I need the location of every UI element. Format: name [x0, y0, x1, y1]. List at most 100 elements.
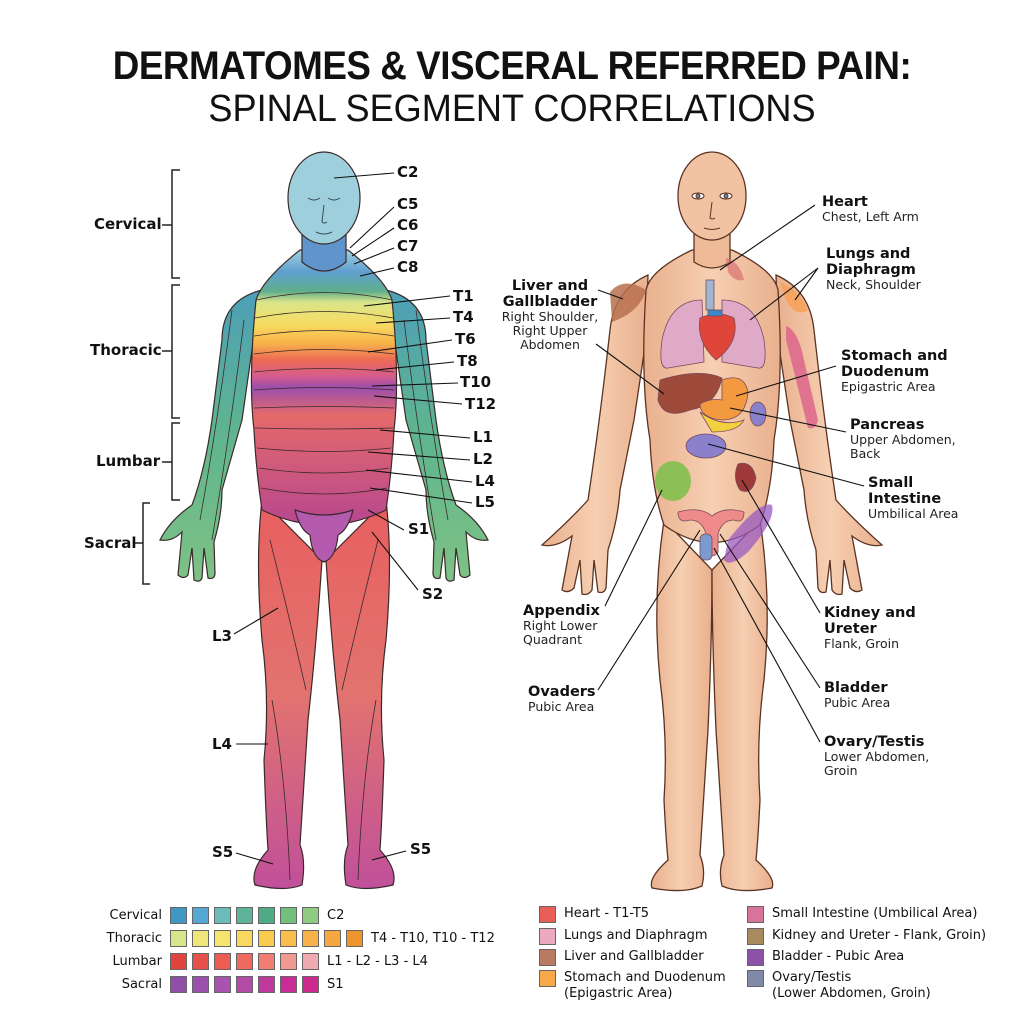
- legend-row-segments: S1: [327, 977, 344, 992]
- organ-label-lungs-diaphragm: Lungs and Diaphragm Neck, Shoulder: [826, 246, 921, 292]
- region-label-thoracic: Thoracic: [90, 341, 162, 359]
- color-swatch: [192, 930, 209, 947]
- segment-label-c2: C2: [397, 163, 419, 181]
- organ-label-ovaders: Ovaders Pubic Area: [528, 684, 596, 714]
- organ-label-small-intestine: Small Intestine Umbilical Area: [868, 475, 959, 521]
- segment-label-l5: L5: [475, 493, 495, 511]
- segment-label-t8: T8: [457, 352, 478, 370]
- segment-label-t12: T12: [465, 395, 497, 413]
- color-swatch: [192, 907, 209, 924]
- color-swatch: [236, 907, 253, 924]
- color-swatch: [747, 970, 764, 987]
- color-swatch: [192, 953, 209, 970]
- color-swatch: [236, 930, 253, 947]
- legend-row-segments: T4 - T10, T10 - T12: [371, 931, 495, 946]
- dermatome-legend-row: Sacral S1: [80, 976, 344, 993]
- color-swatch: [258, 976, 275, 993]
- organ-legend-subtext: (Epigastric Area): [564, 986, 673, 1001]
- organ-legend-item: Ovary/Testis(Lower Abdomen, Groin): [747, 970, 931, 1002]
- segment-label-t1: T1: [453, 287, 474, 305]
- legend-row-label: Lumbar: [112, 954, 162, 969]
- color-swatch: [280, 953, 297, 970]
- segment-label-c5: C5: [397, 195, 419, 213]
- dermatome-legend-row: Lumbar L1 - L2 - L3 - L4: [80, 953, 428, 970]
- dermatome-legend-row: Thoracic T4 - T10, T10 - T12: [80, 930, 495, 947]
- color-swatch: [214, 953, 231, 970]
- organ-legend-text: Liver and Gallbladder: [564, 949, 704, 964]
- organ-legend-subtext: (Lower Abdomen, Groin): [772, 986, 931, 1001]
- segment-label-l1: L1: [473, 428, 493, 446]
- organ-legend-item: Lungs and Diaphragm: [539, 928, 708, 945]
- organ-label-liver-gallbladder: Liver and Gallbladder Right Shoulder, Ri…: [501, 278, 599, 352]
- color-swatch: [258, 930, 275, 947]
- dermatome-body: [159, 151, 489, 890]
- color-swatch: [170, 976, 187, 993]
- organ-label-bladder: Bladder Pubic Area: [824, 680, 891, 710]
- segment-label-l4-upper: L4: [475, 472, 495, 490]
- color-swatch: [214, 976, 231, 993]
- legend-row-segments: C2: [327, 908, 345, 923]
- segment-label-l3: L3: [212, 627, 232, 645]
- title-line-2: SPINAL SEGMENT CORRELATIONS: [208, 88, 816, 130]
- color-swatch: [214, 907, 231, 924]
- organ-legend-text: Kidney and Ureter - Flank, Groin): [772, 928, 987, 943]
- segment-label-t4: T4: [453, 308, 474, 326]
- segment-label-t10: T10: [460, 373, 492, 391]
- dermatome-face: [307, 197, 341, 235]
- color-swatch: [258, 907, 275, 924]
- color-swatch: [747, 949, 764, 966]
- color-swatch: [539, 928, 556, 945]
- organ-label-pancreas: Pancreas Upper Abdomen, Back: [850, 417, 956, 461]
- region-brackets: [134, 169, 180, 585]
- color-swatch: [236, 976, 253, 993]
- color-swatch: [170, 907, 187, 924]
- organ-legend-text: Stomach and Duodenum: [564, 970, 726, 985]
- organ-legend-text: Ovary/Testis: [772, 970, 852, 985]
- color-swatch: [346, 930, 363, 947]
- segment-label-c8: C8: [397, 258, 419, 276]
- visceral-leader-lines: [595, 204, 865, 743]
- color-swatch: [280, 907, 297, 924]
- color-swatch: [280, 976, 297, 993]
- color-swatch: [258, 953, 275, 970]
- color-swatch: [170, 953, 187, 970]
- color-swatch: [539, 970, 556, 987]
- legend-row-label: Thoracic: [106, 931, 162, 946]
- organ-label-appendix: Appendix Right Lower Quadrant: [523, 603, 600, 647]
- organ-label-ovary-testis: Ovary/Testis Lower Abdomen, Groin: [824, 734, 930, 778]
- organ-label-stomach-duodenum: Stomach and Duodenum Epigastric Area: [841, 348, 948, 394]
- organ-legend-item: Bladder - Pubic Area: [747, 949, 904, 966]
- color-swatch: [192, 976, 209, 993]
- segment-label-c7: C7: [397, 237, 419, 255]
- organ-legend-text: Small Intestine (Umbilical Area): [772, 906, 978, 921]
- dermatome-leader-lines: [233, 172, 473, 865]
- segment-label-s1: S1: [408, 520, 430, 538]
- organ-label-kidney-ureter: Kidney and Ureter Flank, Groin: [824, 605, 916, 651]
- organ-legend-item: Small Intestine (Umbilical Area): [747, 906, 977, 923]
- title-line-1: DERMATOMES & VISCERAL REFERRED PAIN:: [112, 44, 912, 88]
- color-swatch: [214, 930, 231, 947]
- segment-label-s5-left: S5: [212, 843, 234, 861]
- organ-label-heart: Heart Chest, Left Arm: [822, 194, 919, 224]
- color-swatch: [302, 976, 319, 993]
- region-label-cervical: Cervical: [94, 215, 162, 233]
- region-label-lumbar: Lumbar: [96, 452, 161, 470]
- segment-label-t6: T6: [455, 330, 476, 348]
- color-swatch: [236, 953, 253, 970]
- color-swatch: [302, 953, 319, 970]
- organ-legend-text: Heart - T1-T5: [564, 906, 650, 921]
- segment-label-c6: C6: [397, 216, 419, 234]
- organ-legend-text: Bladder - Pubic Area: [772, 949, 905, 964]
- organ-legend-item: Stomach and Duodenum(Epigastric Area): [539, 970, 726, 1002]
- color-swatch: [539, 906, 556, 923]
- organ-legend-item: Heart - T1-T5: [539, 906, 649, 923]
- color-swatch: [170, 930, 187, 947]
- legend-row-label: Sacral: [121, 977, 162, 992]
- region-label-sacral: Sacral: [84, 534, 137, 552]
- color-swatch: [747, 928, 764, 945]
- segment-label-s2: S2: [422, 585, 444, 603]
- legend-row-segments: L1 - L2 - L3 - L4: [327, 954, 428, 969]
- legend-row-label: Cervical: [109, 908, 162, 923]
- organ-legend-item: Liver and Gallbladder: [539, 949, 704, 966]
